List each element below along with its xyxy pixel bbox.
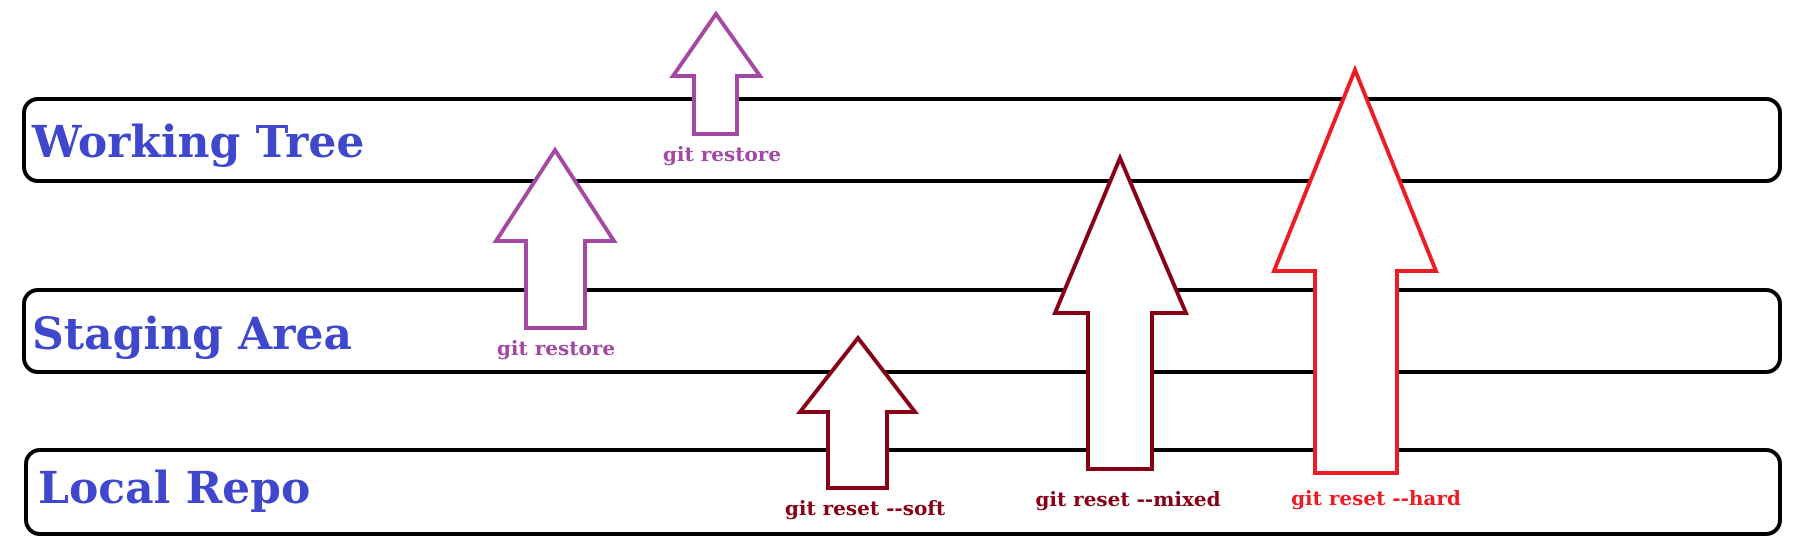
- reset-soft-label: git reset --soft: [785, 496, 946, 520]
- restore-working-tree-label: git restore: [663, 142, 781, 166]
- restore-staged-label: git restore: [497, 336, 615, 360]
- reset-mixed-arrow: [1051, 152, 1190, 471]
- working-tree-label: Working Tree: [31, 117, 364, 168]
- reset-mixed-label: git reset --mixed: [1035, 487, 1220, 511]
- local-repo-label: Local Repo: [38, 463, 310, 514]
- reset-soft-arrow: [795, 334, 920, 490]
- reset-hard-label: git reset --hard: [1291, 486, 1461, 510]
- restore-working-tree-arrow: [669, 10, 764, 136]
- restore-staged-arrow: [492, 146, 618, 330]
- staging-area-label: Staging Area: [32, 309, 352, 360]
- reset-hard-arrow: [1271, 64, 1439, 475]
